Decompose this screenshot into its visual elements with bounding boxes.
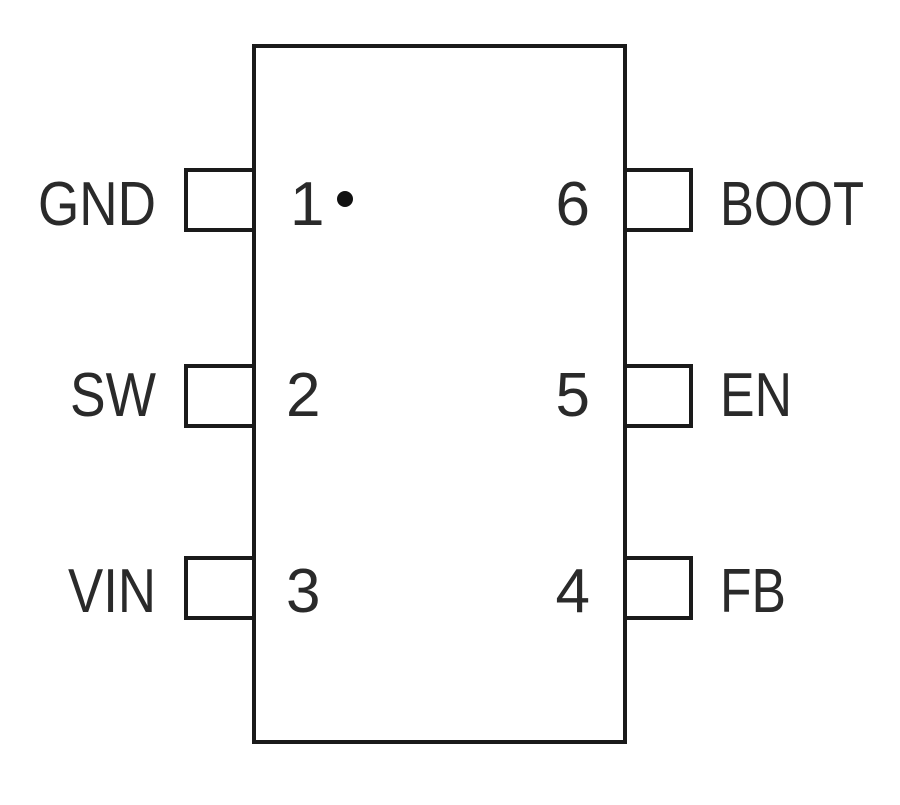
ic-body — [252, 44, 627, 744]
pin1-indicator-dot — [337, 191, 353, 207]
pin-number-left-3: 3 — [286, 557, 320, 626]
pin-label-left-1: GND — [38, 170, 156, 239]
right-pin-row-5: 5 EN — [556, 361, 792, 430]
right-pin-row-6: 6 BOOT — [556, 168, 864, 239]
pin-label-left-2: SW — [70, 361, 156, 430]
pin-pad-right-4 — [623, 556, 693, 620]
left-pin-row-3: VIN 3 — [68, 556, 320, 626]
left-pin-row-1: GND 1 — [38, 168, 324, 239]
right-pin-row-4: 4 FB — [556, 556, 786, 626]
pin-pad-left-1 — [184, 168, 256, 232]
pin-label-left-3: VIN — [68, 557, 156, 626]
pin-number-left-2: 2 — [286, 361, 320, 430]
pin-number-left-1: 1 — [290, 170, 324, 239]
pin-label-right-4: FB — [720, 557, 786, 626]
pin-number-right-6: 6 — [556, 170, 590, 239]
pin-pad-left-2 — [184, 364, 256, 428]
pin-pad-left-3 — [184, 556, 256, 620]
pin-label-right-6: BOOT — [720, 170, 864, 239]
pin-pad-right-6 — [623, 168, 693, 232]
pin-number-right-4: 4 — [556, 557, 590, 626]
pin-label-right-5: EN — [720, 361, 792, 430]
pin-pad-right-5 — [623, 364, 693, 428]
left-pin-row-2: SW 2 — [70, 361, 320, 430]
pin-number-right-5: 5 — [556, 361, 590, 430]
